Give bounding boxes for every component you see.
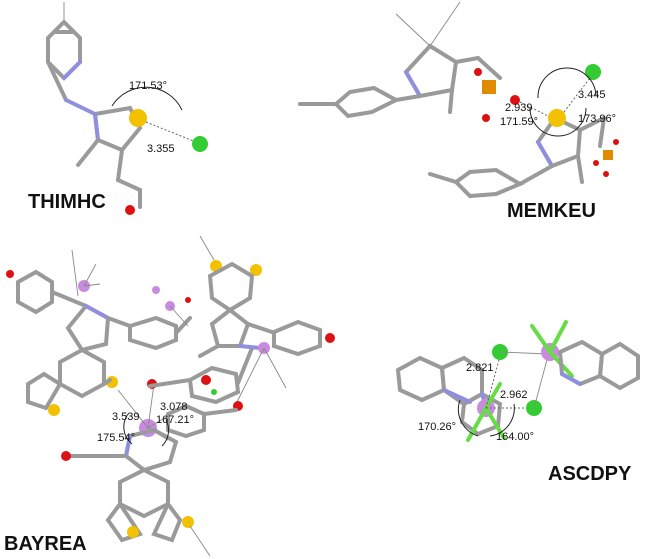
memkeu-angle-2: 173.96° xyxy=(578,113,616,125)
chlorine-atom xyxy=(192,136,208,152)
thimhc-angle: 171.53° xyxy=(129,80,167,92)
ascdpy-angle-2: 164.00° xyxy=(496,431,534,443)
panel-bayrea: 3.539 3.078 167.21° 175.54° BAYREA xyxy=(4,235,335,557)
bayrea-distance-2: 3.078 xyxy=(160,401,188,413)
memkeu-molecule xyxy=(298,1,619,199)
bayrea-angle-1: 167.21° xyxy=(156,414,194,426)
ascdpy-angle-1: 170.26° xyxy=(418,421,456,433)
thimhc-label: THIMHC xyxy=(28,191,106,213)
bayrea-angle-2: 175.54° xyxy=(97,432,135,444)
thimhc-molecule xyxy=(46,2,208,215)
memkeu-distance-2: 3.445 xyxy=(578,89,606,101)
ascdpy-label: ASCDPY xyxy=(548,463,632,485)
thimhc-distance: 3.355 xyxy=(147,143,175,155)
ascdpy-molecule xyxy=(395,320,640,442)
bayrea-label: BAYREA xyxy=(4,533,87,555)
memkeu-label: MEMKEU xyxy=(507,200,596,222)
panel-ascdpy: 2.821 2.962 170.26° 164.00° ASCDPY xyxy=(395,320,640,485)
panel-thimhc: 171.53° 3.355 THIMHC xyxy=(28,2,208,215)
ascdpy-distance-2: 2.962 xyxy=(500,389,528,401)
panel-memkeu: 2.939 3.445 171.59° 173.96° MEMKEU xyxy=(298,1,619,222)
memkeu-distance-1: 2.939 xyxy=(505,102,533,114)
ascdpy-distance-1: 2.821 xyxy=(466,362,494,374)
sulfur-atom xyxy=(129,109,147,127)
memkeu-angle-1: 171.59° xyxy=(500,116,538,128)
bayrea-distance-1: 3.539 xyxy=(112,411,140,423)
bayrea-molecule xyxy=(6,235,335,557)
